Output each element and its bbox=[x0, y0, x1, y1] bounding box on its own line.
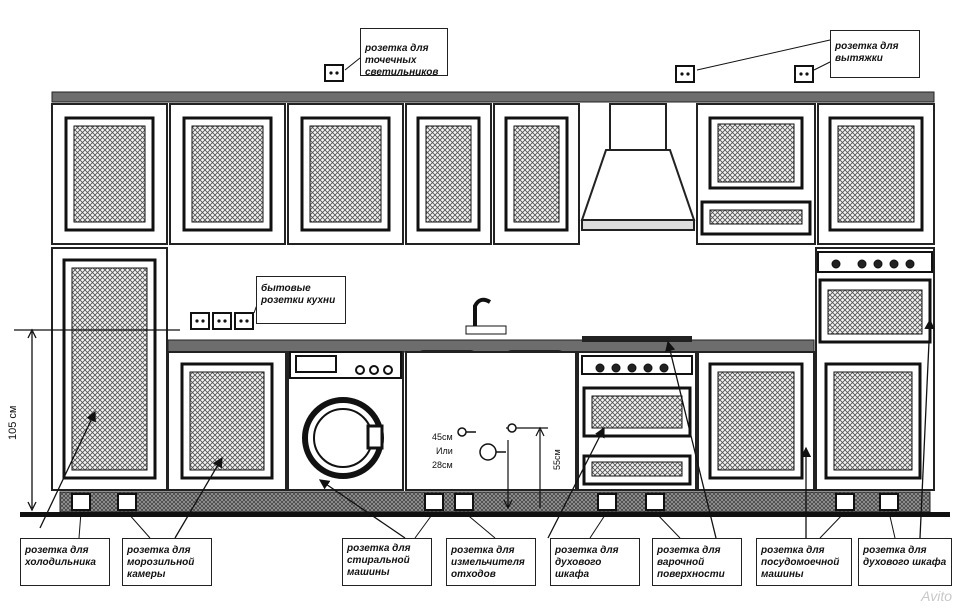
plinth bbox=[59, 491, 931, 513]
upper-crown bbox=[51, 91, 935, 103]
label-hood: розетка для вытяжки bbox=[830, 30, 920, 78]
hob bbox=[582, 336, 692, 342]
label-washer: розетка для стиральной машины bbox=[342, 538, 432, 586]
outlets-kitchen bbox=[190, 312, 254, 330]
oven-lower bbox=[581, 355, 693, 486]
label-fridge: розетка для холодильника bbox=[20, 538, 110, 586]
label-hob: розетка для варочной поверхности bbox=[652, 538, 742, 586]
floor-line bbox=[20, 512, 950, 517]
dimension-55-text: 55см bbox=[552, 449, 562, 470]
outlet-hood-1 bbox=[675, 65, 695, 83]
grinder-pipes bbox=[457, 423, 517, 461]
range-hood bbox=[580, 103, 696, 231]
outlet-hood-2 bbox=[794, 65, 814, 83]
washing-machine bbox=[289, 351, 402, 479]
option-or-text: Или bbox=[436, 446, 453, 456]
option-a-text: 45см bbox=[432, 432, 453, 442]
connector-lines bbox=[78, 39, 896, 539]
outlet-spot-lights bbox=[324, 64, 344, 82]
label-oven-upper: розетка для духового шкафа bbox=[858, 538, 952, 586]
watermark: Avito bbox=[921, 588, 952, 604]
label-kitchen-outlets: бытовые розетки кухни bbox=[256, 276, 346, 324]
oven-upper bbox=[817, 251, 933, 480]
label-freezer: розетка для морозильной камеры bbox=[122, 538, 212, 586]
label-spot-lights: розетка для точечных светильников bbox=[360, 28, 448, 78]
upper-door-panels bbox=[64, 116, 924, 236]
pointer-arrows bbox=[39, 318, 935, 539]
dimension-105 bbox=[14, 328, 180, 512]
lower-door-panels bbox=[180, 362, 804, 480]
label-grinder: розетка для измельчителя отходов bbox=[446, 538, 536, 586]
countertop bbox=[167, 339, 815, 353]
label-dishwasher: розетка для посудомоечной машины bbox=[756, 538, 852, 586]
option-b-text: 28см bbox=[432, 460, 453, 470]
outlets-floor bbox=[71, 493, 899, 511]
dimension-105-text: 105 см bbox=[7, 406, 19, 440]
label-oven-lower: розетка для духового шкафа bbox=[550, 538, 640, 586]
